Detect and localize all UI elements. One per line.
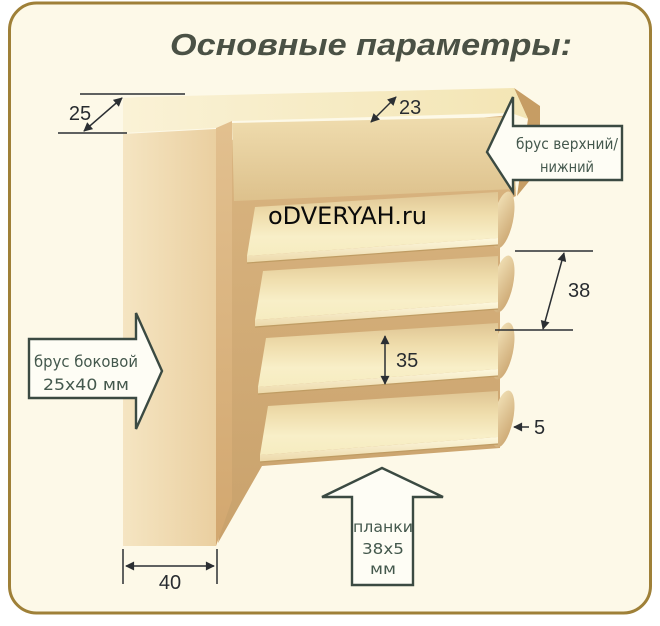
slat-4 [259, 390, 515, 463]
callout-side-beam: брус боковой 25х40 мм [27, 312, 164, 430]
dimension-label: 35 [396, 350, 418, 372]
dimension-label: 5 [534, 417, 545, 439]
dimension-arrow [83, 97, 123, 132]
callout-label: 25х40 мм [43, 375, 129, 394]
dimension-arrow [540, 252, 567, 330]
watermark: oDVERYAH.ru [268, 202, 427, 230]
top-beam-front-face [232, 117, 516, 201]
slat-edge-line [259, 443, 499, 463]
callout-label: планки [353, 518, 413, 536]
callout-arrow-left-shape [485, 96, 624, 197]
dim-slat-spacing: 35 [380, 335, 418, 385]
side-beam-right-face [216, 121, 232, 546]
slat-2 [254, 255, 515, 328]
slat-front-edge [258, 369, 498, 394]
dimension-label: 38 [568, 280, 590, 302]
dim-side-beam-thickness: 25 [58, 93, 185, 134]
slat-edge-line [257, 375, 499, 395]
slat-surface [247, 192, 498, 256]
callout-label: брус верхний/ [516, 135, 619, 153]
slat-surface [260, 391, 498, 455]
callout-label: брус боковой [34, 352, 138, 371]
callout-top-beam: брус верхний/ нижний [485, 96, 624, 197]
slat-3 [257, 322, 515, 395]
dim-side-beam-width: 40 [122, 549, 218, 594]
slat-front-edge [255, 302, 498, 327]
slat-front-edge [247, 238, 498, 263]
slat-front-edge [260, 437, 498, 462]
dimension-label: 25 [69, 103, 91, 125]
dim-top-beam-depth: 23 [370, 96, 421, 123]
side-beam-front-face [123, 129, 216, 546]
slat-1 [246, 191, 515, 264]
slat-edge-line [254, 308, 499, 328]
slat-edge-line [246, 244, 499, 264]
callout-label: 38х5 [362, 540, 404, 558]
callout-arrows: брус верхний/ нижний брус боковой 25х40 … [27, 96, 624, 587]
dimension-annotations: 25 23 38 35 5 40 [58, 93, 593, 594]
dim-slat-thickness: 5 [513, 417, 545, 439]
callout-arrow-right-shape [27, 312, 164, 430]
slat-surface [258, 323, 498, 387]
slat-surface [255, 256, 498, 320]
dimension-label: 23 [399, 97, 421, 119]
callout-label: мм [370, 560, 396, 578]
top-face [123, 88, 528, 133]
callout-label: нижний [540, 158, 594, 176]
callout-slats: планки 38х5 мм [321, 466, 444, 587]
louver-assembly [123, 88, 540, 546]
dim-slat-width: 38 [495, 250, 593, 331]
callout-arrow-up-shape [321, 466, 444, 587]
dimension-label: 40 [159, 572, 181, 594]
dimension-arrow [370, 96, 397, 123]
page-title: Основные параметры: [170, 27, 572, 62]
